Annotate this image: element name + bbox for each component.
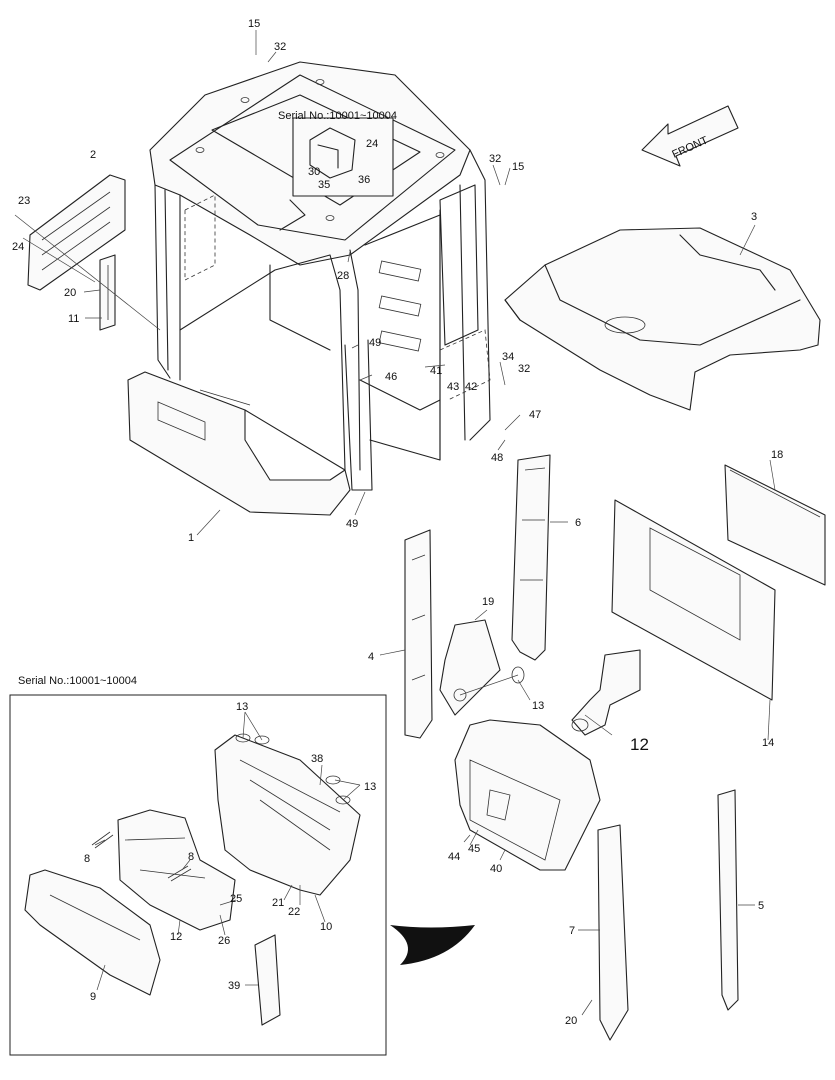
callout-8: 8 — [188, 851, 194, 863]
callout-18: 18 — [771, 449, 783, 461]
callout-11: 11 — [68, 313, 79, 325]
callout-2: 2 — [90, 149, 96, 161]
callout-36: 36 — [358, 174, 370, 186]
callout-12: 12 — [170, 931, 182, 943]
callout-25: 25 — [230, 893, 242, 905]
callout-42: 42 — [465, 381, 477, 393]
callout-24: 24 — [366, 138, 378, 150]
window-frame-14 — [611, 499, 776, 701]
callout-8: 8 — [84, 853, 90, 865]
bracket-19 — [439, 619, 525, 716]
callout-32: 32 — [518, 363, 530, 375]
callout-12: 12 — [630, 735, 649, 754]
callout-9: 9 — [90, 991, 96, 1003]
air-duct-12 — [571, 649, 641, 736]
callout-41: 41 — [430, 365, 442, 377]
pillar-cover-6 — [511, 454, 551, 661]
callout-24: 24 — [12, 241, 24, 253]
callout-22: 22 — [288, 906, 300, 918]
callout-43: 43 — [447, 381, 459, 393]
dark-curve-shape — [390, 925, 475, 965]
trim-4 — [404, 529, 433, 739]
callout-13: 13 — [364, 781, 376, 793]
callout-30: 30 — [308, 166, 320, 178]
callout-13: 13 — [532, 700, 544, 712]
callout-45: 45 — [468, 843, 480, 855]
callout-34: 34 — [502, 351, 514, 363]
callout-38: 38 — [311, 753, 323, 765]
callout-23: 23 — [18, 195, 30, 207]
callout-10: 10 — [320, 921, 332, 933]
callout-5: 5 — [758, 900, 764, 912]
callout-7: 7 — [569, 925, 575, 937]
callout-47: 47 — [529, 409, 541, 421]
callout-44: 44 — [448, 851, 460, 863]
callout-labels: 15 32 24 30 35 36 32 15 2 23 24 20 11 3 … — [12, 18, 783, 1027]
callout-32: 32 — [274, 41, 286, 53]
inset-top-serial-label: Serial No.:10001~10004 — [278, 110, 397, 122]
callout-15: 15 — [248, 18, 260, 30]
callout-39: 39 — [228, 980, 240, 992]
callout-46: 46 — [385, 371, 397, 383]
callout-15: 15 — [512, 161, 524, 173]
left-rear-panel — [27, 174, 126, 331]
callout-1: 1 — [188, 532, 194, 544]
callout-40: 40 — [490, 863, 502, 875]
callout-13: 13 — [236, 701, 248, 713]
callout-35: 35 — [318, 179, 330, 191]
panel-18 — [724, 464, 826, 586]
roof-cover — [504, 227, 821, 411]
callout-20: 20 — [64, 287, 76, 299]
callout-49: 49 — [346, 518, 358, 530]
callout-26: 26 — [218, 935, 230, 947]
inset-bottom — [9, 694, 387, 1056]
front-arrow: FRONT — [641, 105, 739, 167]
callout-14: 14 — [762, 737, 774, 749]
callout-3: 3 — [751, 211, 757, 223]
console-40 — [454, 719, 601, 871]
callout-19: 19 — [482, 596, 494, 608]
leader-lines — [14, 30, 776, 1016]
side-strips — [597, 789, 739, 1041]
callout-21: 21 — [272, 897, 284, 909]
callout-48: 48 — [491, 452, 503, 464]
callout-49: 49 — [369, 337, 381, 349]
callout-4: 4 — [368, 651, 374, 663]
callout-28: 28 — [337, 270, 349, 282]
cab-frame — [127, 61, 491, 516]
inset-bottom-serial-label: Serial No.:10001~10004 — [18, 675, 137, 687]
callout-32: 32 — [489, 153, 501, 165]
callout-6: 6 — [575, 517, 581, 529]
callout-20: 20 — [565, 1015, 577, 1027]
